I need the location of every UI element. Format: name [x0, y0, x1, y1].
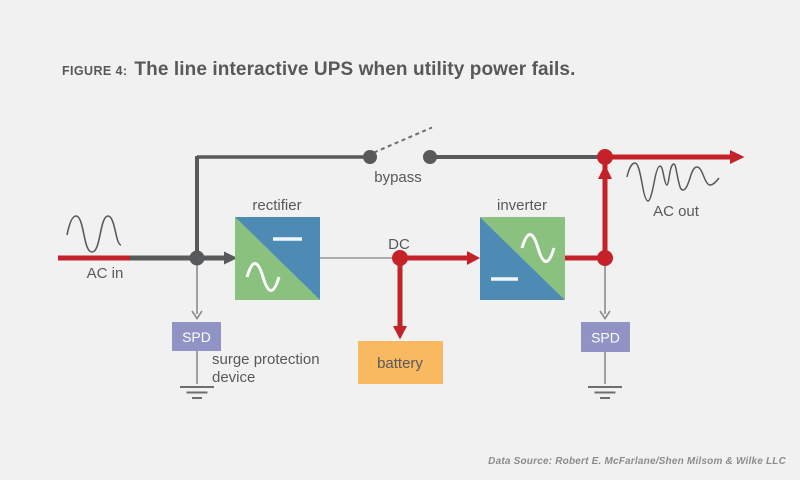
sine-wave-icon: [66, 215, 122, 253]
ac-out-junction-dot: [597, 149, 613, 165]
surge-protection-label-line2: device: [212, 369, 255, 386]
distorted-wave-icon: [626, 162, 720, 202]
sine-wave-icon: [520, 233, 556, 263]
ac-in-junction-dot: [189, 250, 205, 266]
inverter-green-triangle: [480, 217, 565, 300]
spd-left-label: SPD: [182, 329, 211, 345]
arrow-icon: [467, 251, 480, 265]
rectifier-box: [235, 217, 320, 300]
open-switch-icon: [373, 126, 433, 154]
rectifier-label: rectifier: [252, 197, 301, 214]
battery-box: [358, 341, 443, 384]
data-source-credit: Data Source: Robert E. McFarlane/Shen Mi…: [488, 456, 786, 467]
ground-icon: [180, 386, 214, 399]
spd-branch-lines: [191, 264, 611, 384]
dc-label: DC: [388, 236, 410, 253]
arrow-icon: [224, 251, 238, 265]
spd-box-left: [172, 322, 221, 351]
ac-in-label: AC in: [87, 265, 124, 282]
figure-heading: FIGURE 4: The line interactive UPS when u…: [62, 59, 575, 81]
inverter-label: inverter: [497, 197, 547, 214]
spd-right-label: SPD: [591, 330, 620, 346]
red-arrowheads: [393, 150, 745, 340]
inverter-box: [480, 217, 565, 300]
bypass-switch-dot-left: [363, 150, 377, 164]
inverter-out-junction-dot: [597, 250, 613, 266]
surge-protection-label-line1: surge protection: [212, 351, 320, 368]
ground-icon: [588, 386, 622, 399]
arrow-icon: [191, 310, 203, 320]
dc-junction-dot: [392, 250, 408, 266]
arrow-icon: [730, 150, 745, 164]
ac-out-label: AC out: [653, 203, 700, 220]
arrow-icon: [393, 326, 407, 340]
spd-box-right: [581, 322, 630, 352]
arrow-icon: [599, 310, 611, 320]
bypass-label: bypass: [374, 169, 422, 186]
arrow-icon: [598, 164, 612, 179]
figure-title: The line interactive UPS when utility po…: [134, 59, 576, 80]
figure-number-label: FIGURE 4:: [62, 64, 128, 78]
battery-label: battery: [377, 355, 423, 372]
sine-wave-icon: [245, 262, 281, 292]
bypass-switch-dot-right: [423, 150, 437, 164]
